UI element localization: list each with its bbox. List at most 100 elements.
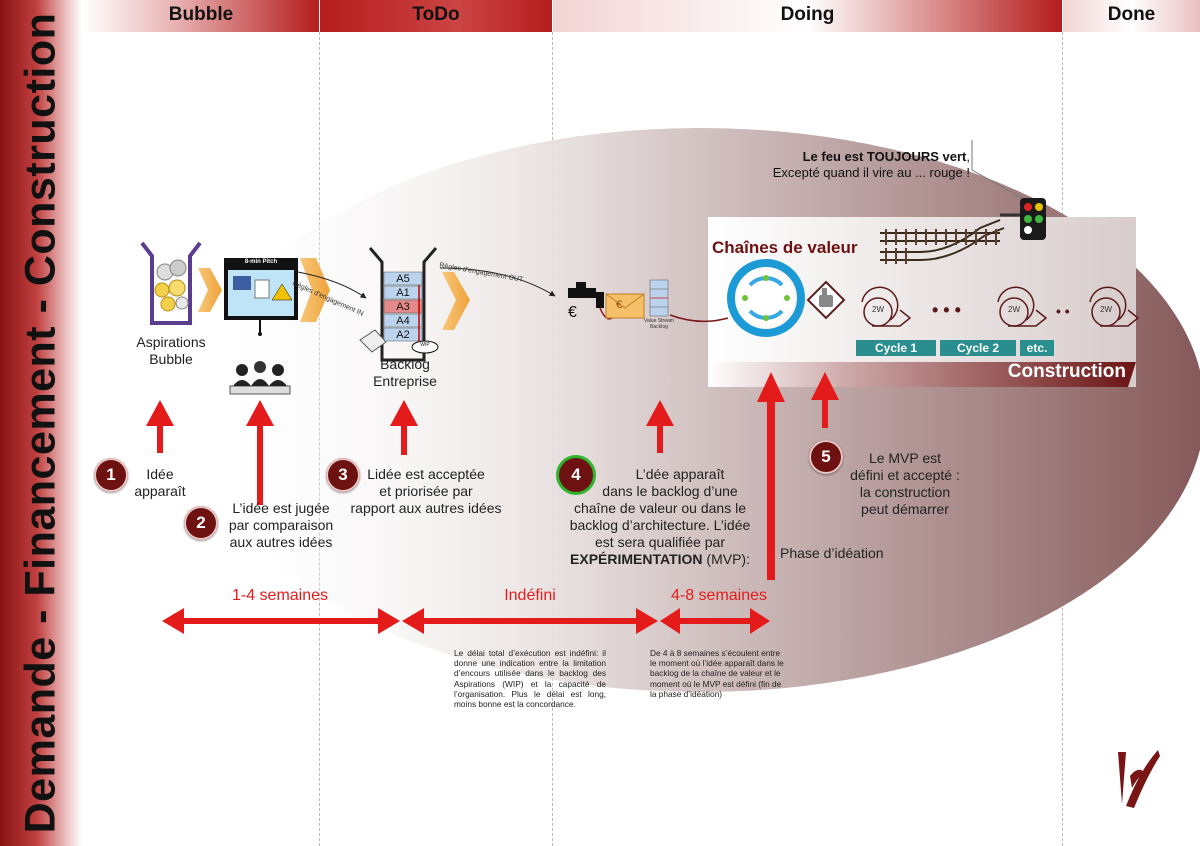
step-line: L’dée apparaît	[635, 466, 725, 482]
step-5-badge: 5	[809, 440, 843, 474]
wip-label: WIP	[420, 342, 430, 348]
step-4-text: L’dée apparaît dans le backlog d’une cha…	[560, 466, 760, 568]
step-3-text: Lidée est acceptée et priorisée par rapp…	[344, 466, 508, 517]
chaines-title: Chaînes de valeur	[712, 238, 858, 257]
backlog-item: A3	[396, 301, 410, 313]
ellipsis: • •	[1056, 303, 1070, 319]
pitch-board-icon	[224, 258, 298, 336]
step-line: Lidée est acceptée	[367, 466, 485, 482]
step-2-text: L’idée est jugée par comparaison aux aut…	[214, 500, 348, 551]
step-line: rapport aux autres idées	[350, 500, 502, 516]
value-chain-cycle-icon	[727, 259, 805, 337]
duration-arrows	[162, 608, 770, 634]
vs-backlog-label: Value Stream Backlog	[638, 318, 680, 330]
step-line: Idée	[146, 466, 174, 482]
backlog-label: Backlog Entreprise	[350, 356, 460, 390]
step-1-badge: 1	[94, 458, 128, 492]
step-line: peut démarrer	[861, 501, 949, 517]
ideation-ellipse	[195, 128, 1200, 692]
duration-indefini: Indéfini	[504, 587, 556, 604]
step-line: dans le backlog d’une	[602, 483, 738, 499]
step-4-badge: 4	[559, 458, 593, 492]
backlog-entreprise-icon	[359, 247, 439, 362]
lv-logo	[1118, 750, 1160, 808]
pitch-title: 8-min Pitch	[244, 259, 278, 265]
column-label-bubble: Bubble	[168, 4, 234, 25]
step-3-badge: 3	[326, 458, 360, 492]
aspirations-label: Aspirations Bubble	[116, 334, 226, 368]
aspirations-bubble-icon	[140, 241, 202, 325]
euro-small-icon: €	[616, 299, 623, 311]
construction-label: Construction	[1007, 361, 1126, 382]
column-label-todo: ToDo	[412, 4, 460, 25]
flow-chevron	[198, 268, 222, 312]
regles-in-arrow	[297, 271, 367, 299]
feu-line1-b: TOUJOURS vert	[866, 149, 967, 164]
column-header-bubble: Bubble	[83, 0, 319, 32]
aspirations-line1: Aspirations	[136, 334, 206, 350]
step-line: Le MVP est	[868, 450, 942, 466]
red-up-arrows	[146, 372, 839, 580]
column-label-done: Done	[1107, 4, 1156, 25]
cycle-1-bar	[856, 340, 936, 356]
note-4-8: De 4 à 8 semaines s’écoulent entre le mo…	[650, 648, 784, 699]
duration-1-4: 1-4 semaines	[231, 587, 329, 604]
flow-chevron	[442, 272, 470, 330]
cycle-2-label: Cycle 2	[956, 341, 1000, 355]
step-line: chaîne de valeur ou dans le	[573, 500, 746, 516]
step-2-badge: 2	[184, 506, 218, 540]
step-1-text: Idée apparaît	[128, 466, 192, 500]
step-line: la construction	[859, 484, 951, 500]
backlog-item: A1	[396, 287, 410, 299]
vs-backlog-line1: Value Stream	[644, 318, 674, 324]
step-line: apparaît	[134, 483, 186, 499]
envelope-icon	[605, 293, 645, 319]
feu-line2: Excepté quand il vire au ... rouge !	[772, 165, 970, 180]
step-line-last: EXPÉRIMENTATION (MVP):	[560, 551, 760, 568]
construction-banner	[708, 362, 1136, 387]
feu-note: Le feu est TOUJOURS vert, Excepté quand …	[760, 149, 970, 181]
step-line: backlog d’architecture. L’idée	[569, 517, 751, 533]
phase-label: Phase d’idéation	[780, 545, 884, 561]
iteration-label: 2W	[1100, 305, 1112, 314]
duration-4-8: 4-8 semaines	[670, 587, 768, 604]
iteration-icon	[997, 286, 1048, 327]
railway-track-icon	[880, 219, 1005, 261]
cycle-2-bar	[940, 340, 1016, 356]
step-5-text: Le MVP est défini et accepté : la constr…	[836, 450, 974, 518]
vs-backlog-line2: Backlog	[650, 324, 668, 330]
note-indefini: Le délai total d’exécution est indéfini:…	[454, 648, 606, 710]
iteration-icon	[861, 286, 912, 327]
step-4-bold: EXPÉRIMENTATION	[570, 551, 703, 567]
traffic-light-icon	[1020, 198, 1046, 240]
cycle-etc-bar	[1020, 340, 1054, 356]
iteration-label: 2W	[872, 305, 884, 314]
step-line: par comparaison	[228, 517, 334, 533]
railway-sleepers	[885, 229, 997, 264]
step-line: L’idée est jugée	[232, 500, 330, 516]
backlog-item: A2	[396, 329, 410, 341]
thumbs-up-icon	[806, 280, 846, 320]
iteration-icon	[1089, 286, 1140, 327]
aspirations-line2: Bubble	[149, 351, 193, 367]
column-header-todo: ToDo	[320, 0, 552, 32]
ellipsis: • • •	[932, 300, 961, 320]
step-line: aux autres idées	[229, 534, 333, 550]
step-4-tail: (MVP):	[702, 551, 750, 567]
column-label-doing: Doing	[780, 4, 835, 25]
backlog-item: A4	[396, 315, 410, 327]
backlog-line1: Backlog	[380, 356, 430, 372]
backlog-item: A5	[396, 273, 410, 285]
step-line: défini et accepté :	[850, 467, 960, 483]
step-line: est sera qualifiée par	[595, 534, 725, 550]
feu-line1-c: ,	[966, 149, 970, 164]
column-header-doing: Doing	[553, 0, 1062, 32]
step-line: et priorisée par	[379, 483, 473, 499]
backlog-line2: Entreprise	[373, 373, 437, 389]
value-stream-backlog-icon	[649, 279, 669, 317]
column-header-done: Done	[1063, 0, 1200, 32]
left-band: Demande - Financement - Construction	[0, 0, 82, 846]
cycle-etc-label: etc.	[1026, 341, 1048, 355]
regles-out-arrow	[439, 267, 556, 297]
